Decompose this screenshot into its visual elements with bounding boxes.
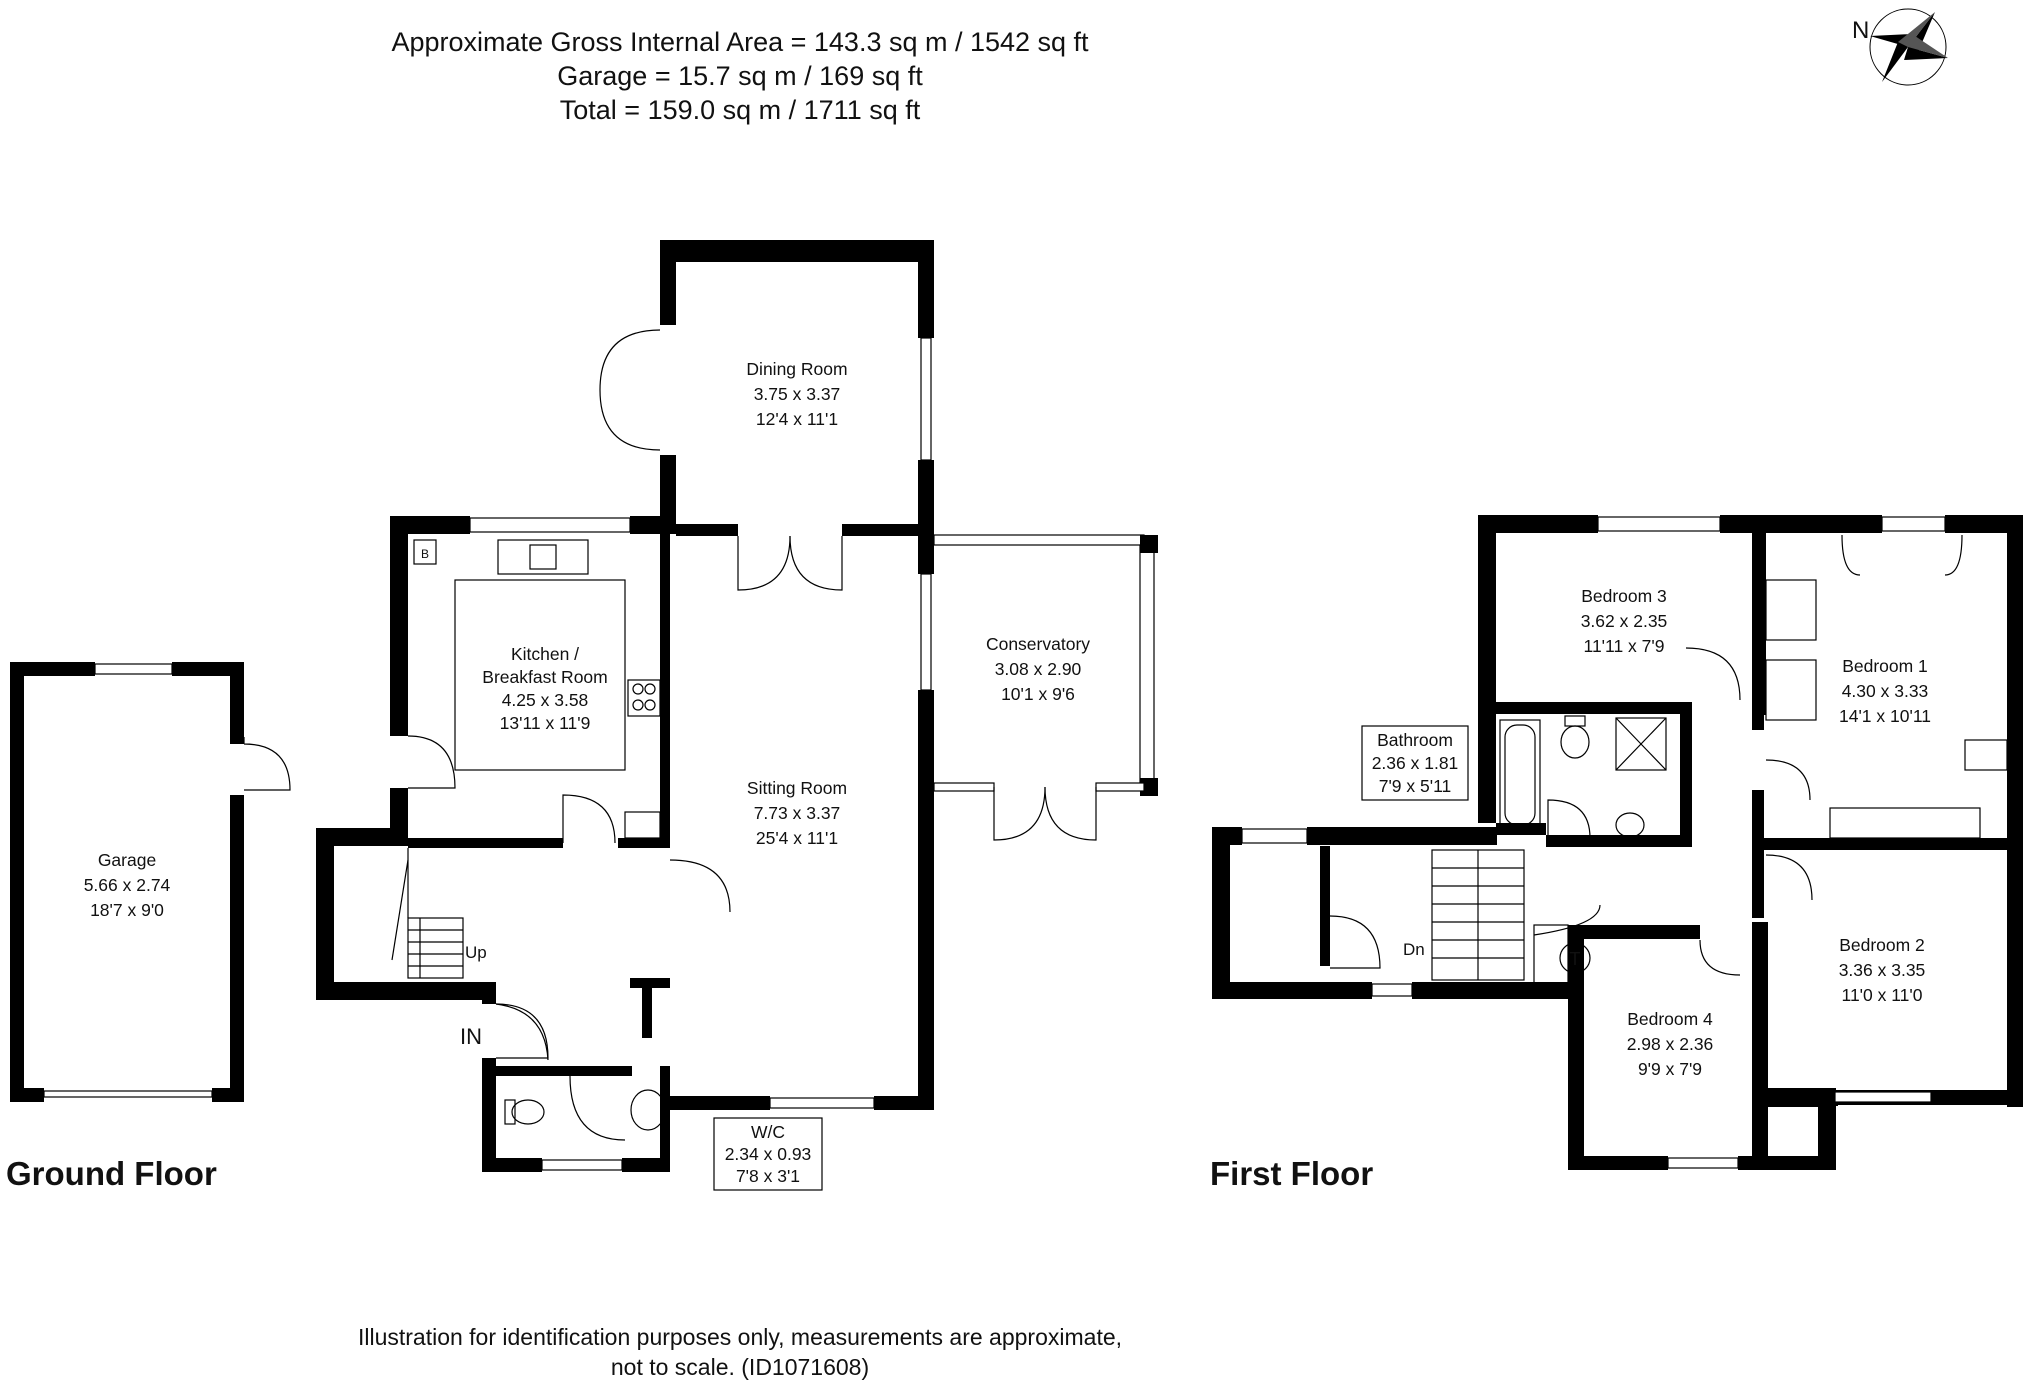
garage-imperial: 18'7 x 9'0	[90, 900, 164, 920]
wc-name: W/C	[751, 1122, 785, 1142]
up-label: Up	[465, 943, 487, 962]
sitting-room-walls	[669, 530, 934, 1110]
bedroom4-imperial: 9'9 x 7'9	[1638, 1059, 1702, 1079]
kitchen-metric: 4.25 x 3.58	[502, 690, 589, 710]
conservatory-metric: 3.08 x 2.90	[995, 659, 1082, 679]
bedroom4-name: Bedroom 4	[1627, 1009, 1713, 1029]
bathroom-metric: 2.36 x 1.81	[1372, 753, 1459, 773]
bedroom4-metric: 2.98 x 2.36	[1627, 1034, 1714, 1054]
wc-label: W/C 2.34 x 0.93 7'8 x 3'1	[713, 1117, 823, 1191]
sitting-room-imperial: 25'4 x 11'1	[756, 828, 838, 848]
tank-cupboard: T	[1533, 904, 1601, 984]
sitting-room-metric: 7.73 x 3.37	[754, 803, 841, 823]
bedroom3-name: Bedroom 3	[1581, 586, 1667, 606]
ground-floor-plan: B IN Up Dining Room 3.75 x 3.37 12'4 x 1…	[10, 240, 1158, 1191]
garage-metric: 5.66 x 2.74	[84, 875, 171, 895]
bedroom3-metric: 3.62 x 2.35	[1581, 611, 1668, 631]
garage-label: Garage 5.66 x 2.74 18'7 x 9'0	[84, 850, 171, 920]
bedroom2-label: Bedroom 2 3.36 x 3.35 11'0 x 11'0	[1839, 935, 1926, 1005]
disclaimer-line-1: Illustration for identification purposes…	[357, 1324, 1123, 1350]
dining-room-label: Dining Room 3.75 x 3.37 12'4 x 11'1	[746, 359, 847, 429]
kitchen-imperial: 13'11 x 11'9	[500, 713, 591, 733]
compass-north-label: N	[1852, 17, 1869, 44]
sitting-room-name: Sitting Room	[747, 778, 847, 798]
kitchen-fittings: B	[413, 539, 661, 839]
bathroom-fittings	[1499, 715, 1667, 839]
bedroom2-imperial: 11'0 x 11'0	[1842, 985, 1923, 1005]
disclaimer-line-2: not to scale. (ID1071608)	[610, 1354, 870, 1380]
bedroom1-metric: 4.30 x 3.33	[1842, 681, 1929, 701]
bedroom4-label: Bedroom 4 2.98 x 2.36 9'9 x 7'9	[1627, 1009, 1714, 1079]
kitchen-label: Kitchen / Breakfast Room 4.25 x 3.58 13'…	[482, 644, 607, 733]
boiler-label: B	[421, 547, 429, 561]
kitchen-name-2: Breakfast Room	[482, 667, 607, 687]
bedroom-partitions	[1752, 530, 2007, 1170]
dining-room-metric: 3.75 x 3.37	[754, 384, 841, 404]
dining-room-walls	[599, 240, 934, 591]
dining-room-name: Dining Room	[746, 359, 847, 379]
entrance-label: IN	[460, 1024, 482, 1049]
front-door: IN Up	[460, 943, 549, 1061]
bedroom2-name: Bedroom 2	[1839, 935, 1925, 955]
conservatory-imperial: 10'1 x 9'6	[1001, 684, 1075, 704]
wc-metric: 2.34 x 0.93	[725, 1144, 812, 1164]
ground-stairs	[391, 848, 464, 979]
first-floor-plan: Dn T Bedroom 3 3.62 x 2.35 11'11 x 7'	[1212, 515, 2023, 1170]
ground-floor-label: Ground Floor	[6, 1155, 217, 1192]
conservatory-label: Conservatory 3.08 x 2.90 10'1 x 9'6	[986, 634, 1090, 704]
total-area-text: Total = 159.0 sq m / 1711 sq ft	[559, 95, 921, 125]
garage-name: Garage	[98, 850, 156, 870]
down-label: Dn	[1403, 940, 1425, 959]
conservatory-name: Conservatory	[986, 634, 1090, 654]
bathroom-name: Bathroom	[1377, 730, 1453, 750]
tank-label: T	[1570, 949, 1581, 969]
compass-icon: N	[1852, 8, 1948, 86]
bedroom3-label: Bedroom 3 3.62 x 2.35 11'11 x 7'9	[1581, 586, 1668, 656]
bedroom1-imperial: 14'1 x 10'11	[1839, 706, 1931, 726]
kitchen-name-1: Kitchen /	[511, 644, 579, 664]
wc-walls	[482, 978, 670, 1172]
conservatory-walls	[920, 534, 1158, 841]
bedroom1-name: Bedroom 1	[1842, 656, 1928, 676]
first-floor-doors	[1685, 534, 2008, 976]
gross-area-text: Approximate Gross Internal Area = 143.3 …	[391, 27, 1089, 57]
bedroom3-imperial: 11'11 x 7'9	[1584, 636, 1665, 656]
garage-area-text: Garage = 15.7 sq m / 169 sq ft	[557, 61, 923, 91]
bedroom2-bottom-wall	[1752, 1090, 2023, 1170]
bathroom-imperial: 7'9 x 5'11	[1379, 776, 1452, 796]
kitchen-walls	[316, 516, 670, 1000]
wc-imperial: 7'8 x 3'1	[736, 1166, 800, 1186]
bathroom-label: Bathroom 2.36 x 1.81 7'9 x 5'11	[1361, 725, 1469, 801]
first-floor-stairs: Dn	[1403, 849, 1525, 981]
bedroom2-metric: 3.36 x 3.35	[1839, 960, 1926, 980]
garage-walls	[10, 662, 291, 1102]
bedroom1-label: Bedroom 1 4.30 x 3.33 14'1 x 10'11	[1839, 656, 1931, 726]
first-floor-label: First Floor	[1210, 1155, 1374, 1192]
dining-room-imperial: 12'4 x 11'1	[756, 409, 838, 429]
sitting-room-label: Sitting Room 7.73 x 3.37 25'4 x 11'1	[747, 778, 847, 848]
